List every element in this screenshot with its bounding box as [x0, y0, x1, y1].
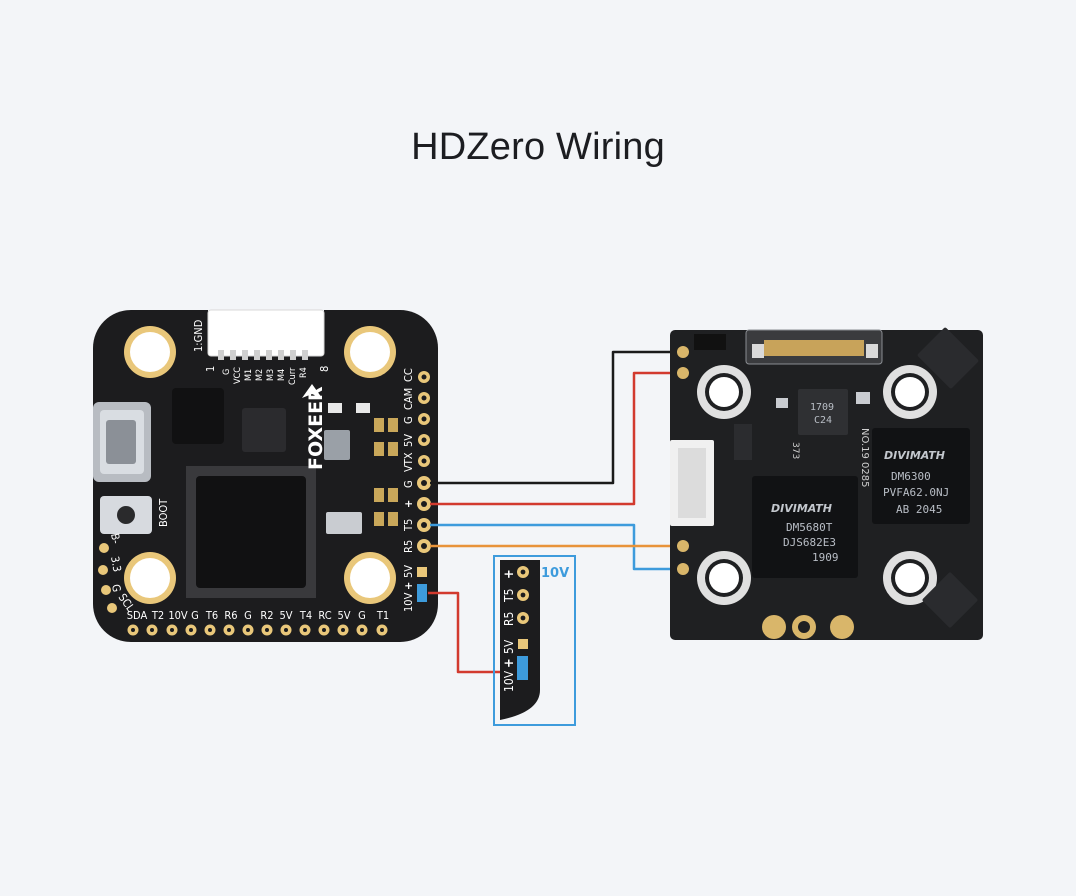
boot-button: [100, 496, 152, 534]
callout-pin-label: T5: [502, 589, 516, 603]
connector-pin-label: M3: [266, 369, 276, 381]
bottom-pin-label: T4: [299, 609, 312, 622]
right-pin-label: T5: [402, 519, 415, 532]
vtx-part-label: 373: [790, 442, 800, 459]
boot-label: BOOT: [157, 498, 170, 527]
connector-pin-label: Curr: [288, 367, 298, 385]
10v-pad: [417, 584, 427, 602]
chip-text: DIVIMATH: [884, 449, 945, 462]
flight-controller-board: BOOT FOXEER 1:GND 1 8 G VCC M1 M2: [93, 300, 438, 642]
bottom-pin-labels: SDA T2 10V G T6 R6 G R2 5V T4 RC 5V G T1: [127, 609, 389, 622]
chip-text: DJS682E3: [783, 536, 836, 549]
right-pin-label: 10V: [402, 592, 415, 612]
bottom-pin-label: RC: [318, 609, 331, 622]
left-pads: [98, 543, 117, 613]
left-pin-label: G: [109, 583, 123, 593]
right-pin-label: CAM: [402, 388, 415, 410]
bottom-pin-label: 10V: [168, 609, 188, 622]
connector-pin-label: M1: [244, 369, 254, 381]
connector-pin-label: R4: [299, 367, 309, 378]
wire-power: [430, 371, 680, 506]
left-pin-label: 3.3: [108, 555, 124, 573]
bottom-pin-label: T6: [205, 609, 218, 622]
connector-pin-labels: G VCC M1 M2 M3 M4 Curr R4: [222, 367, 309, 385]
chip-text: 1909: [812, 551, 839, 564]
right-pin-labels: CC CAM G 5V VTX G + T5 R5 5V + 10V: [402, 368, 415, 612]
connector-pin-label: M2: [255, 369, 265, 381]
bottom-pin-label: SDA: [127, 609, 148, 622]
chip-text: DIVIMATH: [771, 502, 832, 515]
callout-pin-label: 5V: [502, 639, 516, 654]
component: [324, 430, 350, 460]
right-pin-label: R5: [402, 540, 415, 553]
connector-pin-label: G: [222, 369, 232, 375]
right-pin-label: VTX: [402, 452, 415, 472]
vtx-mounting-hole: [697, 365, 937, 605]
callout-voltage-label: 10V: [541, 566, 569, 581]
brand-label: FOXEER: [305, 386, 327, 470]
component: [326, 512, 362, 534]
component: [242, 408, 286, 452]
usb-port: [93, 402, 151, 482]
vtx-serial: NO.19 0285: [859, 428, 870, 487]
mcu-chip: [186, 466, 316, 598]
connector-pin-label: VCC: [233, 367, 243, 384]
callout-pin-label: R5: [502, 612, 516, 626]
bottom-pin-label: 5V: [337, 609, 350, 622]
chip-text: DM5680T: [786, 521, 833, 534]
bottom-pin-label: G: [358, 609, 366, 622]
wire-10v: [428, 591, 506, 674]
pad-callout: + T5 R5 5V + 10V 10V: [493, 555, 576, 726]
bottom-pin-label: R6: [224, 609, 237, 622]
vtx-board: 1709 C24 NO.19 0285 373 DIVIMATH DM5680T…: [670, 327, 983, 640]
bottom-pin-label: G: [191, 609, 199, 622]
page-title: HDZero Wiring: [411, 126, 665, 168]
connector-pin-label: M4: [277, 369, 287, 381]
vtx-rf-chip: DIVIMATH DM6300 PVFA62.0NJ AB 2045: [872, 428, 970, 524]
callout-pin-label: +: [502, 658, 517, 668]
component: [172, 388, 224, 444]
bottom-pin-label: 5V: [279, 609, 292, 622]
right-pin-label: G: [402, 480, 415, 488]
connector-label: 1:GND: [192, 319, 205, 352]
chip-text: PVFA62.0NJ: [883, 486, 949, 499]
bottom-pin-label: T2: [151, 609, 164, 622]
callout-pin-label: 10V: [502, 670, 516, 692]
right-pin-label: CC: [402, 368, 415, 382]
small-chip-text: 1709: [810, 402, 834, 413]
chip-text: AB 2045: [896, 503, 942, 516]
chip-text: DM6300: [891, 470, 931, 483]
right-pin-label: +: [402, 582, 415, 590]
right-pin-label: 5V: [402, 565, 415, 578]
right-pin-label: +: [402, 500, 415, 508]
wire-ground: [430, 350, 680, 485]
mounting-hole: [124, 326, 396, 604]
wires: [428, 350, 680, 674]
bottom-pin-label: T1: [376, 609, 389, 622]
small-chip-text: C24: [814, 415, 832, 426]
bottom-pin-label: G: [244, 609, 252, 622]
left-pin-label: B-: [108, 532, 123, 545]
connector-pin1: 1: [204, 366, 217, 372]
bottom-pads: [127, 624, 388, 636]
brand-arrow-icon: [302, 384, 322, 398]
right-pin-label: G: [402, 416, 415, 424]
connector-pin8: 8: [318, 366, 331, 372]
callout-pin-label: +: [502, 569, 517, 579]
right-pin-label: 5V: [402, 434, 415, 447]
bottom-pin-label: R2: [260, 609, 273, 622]
vtx-main-chip: DIVIMATH DM5680T DJS682E3 1909: [752, 476, 858, 578]
